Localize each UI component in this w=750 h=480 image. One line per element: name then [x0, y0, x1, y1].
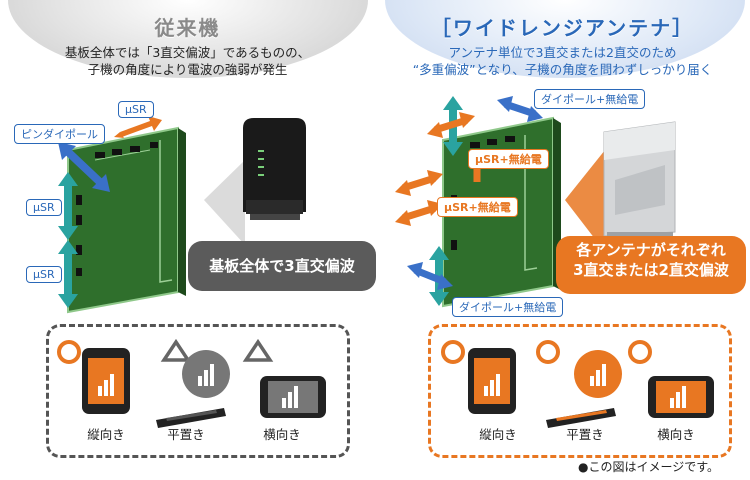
- left-device-label-landscape: 横向き: [263, 427, 301, 442]
- left-subtitle-line1: 基板全体では「3直交偏波」であるものの、: [64, 45, 311, 60]
- right-dipole-top-label: ダイポール+無給電: [534, 89, 646, 109]
- left-callout: 基板全体で3直交偏波: [188, 241, 376, 291]
- left-orange-arrow: [114, 116, 162, 138]
- right-orange-arrows: [395, 112, 481, 226]
- right-device-label-portrait: 縦向き: [479, 427, 517, 442]
- right-blue-arrows: [407, 96, 543, 290]
- left-device-label-flat: 平置き: [167, 427, 205, 442]
- right-router: [603, 121, 676, 242]
- right-subtitle: アンテナ単位で3直交または2直交のため “多重偏波”となり、子機の角度を問わずし…: [375, 44, 750, 78]
- right-subtitle-line2: “多重偏波”となり、子機の角度を問わずしっかり届く: [412, 62, 713, 77]
- left-device-label-portrait: 縦向き: [87, 427, 125, 442]
- right-usr1-label: μSR+無給電: [468, 149, 549, 169]
- left-router: [243, 118, 306, 220]
- left-device-icons: [57, 338, 326, 428]
- right-usr2-label: μSR+無給電: [437, 197, 518, 217]
- left-usr-mid-label: μSR: [26, 199, 62, 216]
- right-device-label-landscape: 横向き: [657, 427, 695, 442]
- left-board-illustration: [58, 116, 306, 314]
- left-device-box: [46, 324, 350, 458]
- left-title: 従来機: [154, 16, 221, 40]
- right-title: ［ワイドレンジアンテナ］: [430, 16, 695, 40]
- left-blue-arrow: [58, 142, 110, 192]
- right-callout-line1: 各アンテナがそれぞれ: [576, 241, 726, 259]
- left-usr-bottom-label: μSR: [26, 266, 62, 283]
- right-callout: 各アンテナがそれぞれ 3直交または2直交偏波: [556, 236, 746, 294]
- left-pin-dipole-label: ピンダイポール: [14, 124, 105, 144]
- right-device-label-flat: 平置き: [566, 427, 604, 442]
- image-note: ●この図はイメージです。: [578, 460, 720, 474]
- right-dipole-bottom-label: ダイポール+無給電: [452, 297, 564, 317]
- right-device-icons: [441, 340, 714, 428]
- left-subtitle-line2: 子機の角度により電波の強弱が発生: [87, 62, 288, 77]
- right-device-box: [428, 324, 732, 458]
- left-usr-top-label: μSR: [118, 101, 154, 118]
- left-teal-arrows: [58, 172, 78, 308]
- right-subtitle-line1: アンテナ単位で3直交または2直交のため: [448, 45, 677, 60]
- right-callout-line2: 3直交または2直交偏波: [573, 261, 729, 279]
- left-subtitle: 基板全体では「3直交偏波」であるものの、 子機の角度により電波の強弱が発生: [0, 44, 375, 78]
